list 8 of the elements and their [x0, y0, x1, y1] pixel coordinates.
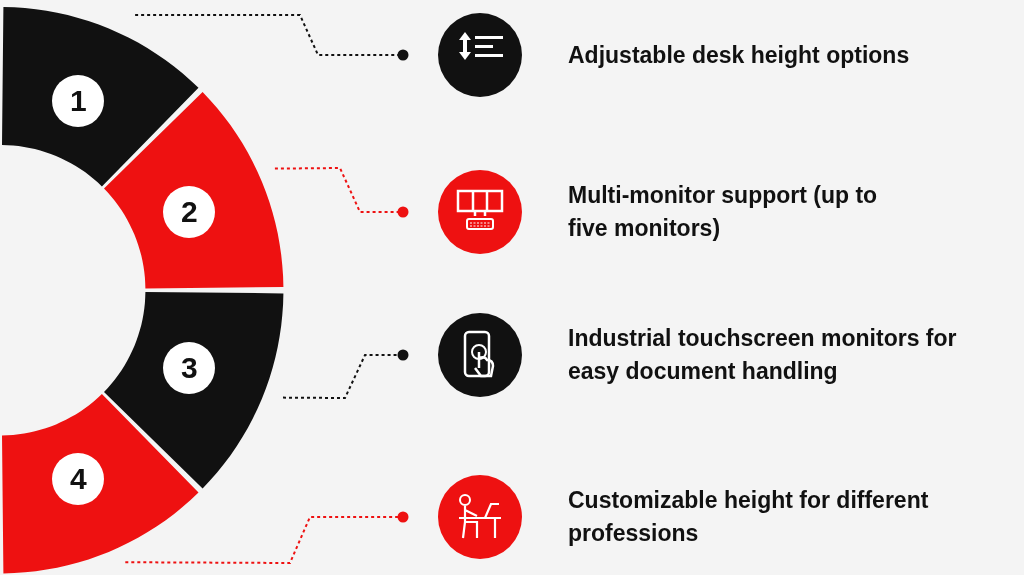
leader-line: [273, 167, 409, 218]
feature-text: Multi-monitor support (up to five monitors): [568, 181, 879, 243]
feature-text: Adjustable desk height options: [568, 40, 911, 70]
leader-line: [134, 14, 409, 61]
feature-text: Customizable height for different professions: [568, 486, 930, 548]
leader-line: [282, 349, 409, 399]
leader-line: [124, 511, 409, 564]
feature-text: Industrial touchscreen monitors for easy document handling: [568, 324, 958, 386]
